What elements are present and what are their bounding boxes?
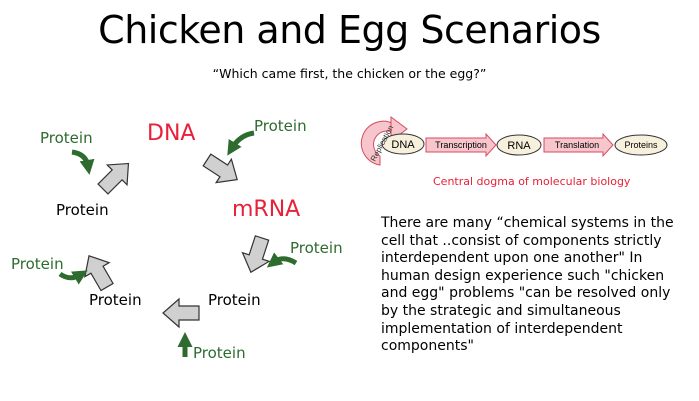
dogma-rna-node xyxy=(496,134,542,156)
protein-input-top-right: Protein xyxy=(254,117,307,135)
cycle-arrow-icon xyxy=(202,153,238,184)
dogma-proteins-node xyxy=(614,134,668,156)
green-arrow-icon xyxy=(58,270,88,285)
quote-text: There are many “chemical systems in the … xyxy=(381,215,674,355)
protein-input-left: Protein xyxy=(11,255,64,273)
green-arrow-icon xyxy=(266,252,298,268)
cycle-arrow-icon xyxy=(97,162,130,195)
protein-node-left: Protein xyxy=(56,201,109,219)
transcription-arrow-icon xyxy=(425,132,497,158)
dogma-caption: Central dogma of molecular biology xyxy=(433,175,631,188)
page-title: Chicken and Egg Scenarios xyxy=(98,8,601,52)
protein-input-top-left: Protein xyxy=(40,129,93,147)
protein-input-bottom: Protein xyxy=(193,344,246,362)
replication-arrow-icon xyxy=(360,120,395,166)
protein-node-bottom-right: Protein xyxy=(208,291,261,309)
transcription-label: Transcription xyxy=(435,140,487,150)
cycle-arrow-icon xyxy=(162,297,200,329)
subtitle: “Which came first, the chicken or the eg… xyxy=(212,66,487,81)
mrna-label: mRNA xyxy=(232,197,301,222)
dogma-dna-node xyxy=(381,133,425,155)
translation-label: Translation xyxy=(555,140,599,150)
green-arrow-icon xyxy=(227,130,255,156)
central-dogma-diagram xyxy=(360,116,668,166)
protein-node-bottom-left: Protein xyxy=(89,291,142,309)
green-arrow-icon xyxy=(71,149,95,175)
dogma-dna-label: DNA xyxy=(391,139,415,151)
dogma-proteins-label: Proteins xyxy=(624,140,658,150)
dogma-rna-label: RNA xyxy=(507,140,531,152)
cycle-arrow-icon xyxy=(241,235,271,274)
translation-arrow-icon xyxy=(543,132,614,158)
cycle-arrow-icon xyxy=(84,255,114,292)
protein-input-right: Protein xyxy=(290,239,343,257)
dna-label: DNA xyxy=(147,121,196,146)
